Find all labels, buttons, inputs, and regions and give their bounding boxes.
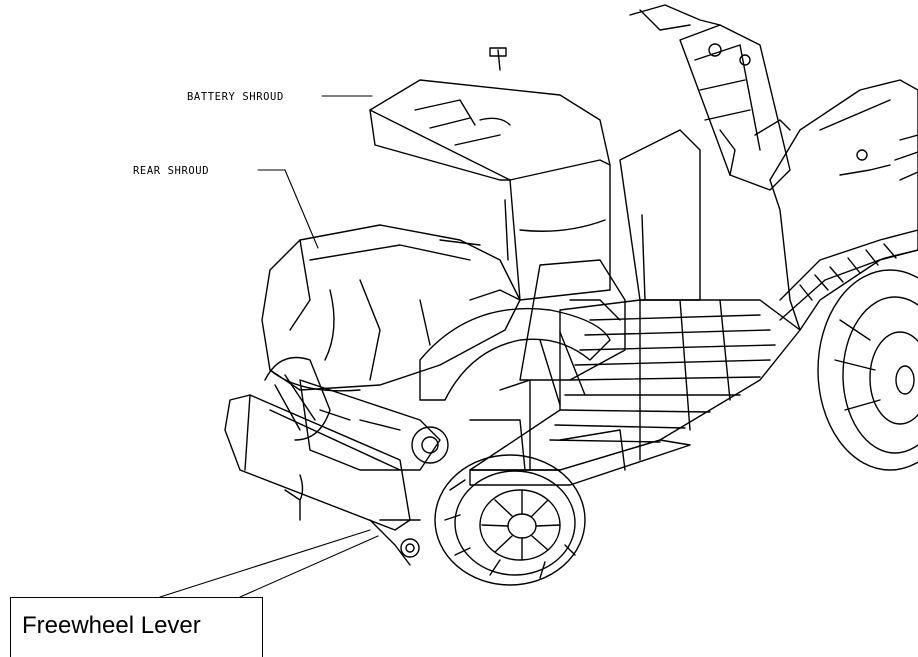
freewheel-leader-b xyxy=(239,535,379,598)
front-wheel xyxy=(817,269,918,471)
rear-wheel-back xyxy=(264,356,331,441)
drivetrain xyxy=(299,379,626,471)
freewheel-leader-a xyxy=(159,529,371,598)
rear-wheel xyxy=(434,454,586,586)
leader-lines xyxy=(159,95,379,598)
freewheel-callout-box xyxy=(10,597,263,657)
tiller-column xyxy=(629,4,791,191)
rear-bumper xyxy=(224,394,421,531)
battery-shroud xyxy=(369,47,611,301)
seat-post xyxy=(504,199,646,381)
front-fender xyxy=(779,229,918,321)
freewheel-lever xyxy=(284,489,420,566)
rear-shroud-label: REAR SHROUD xyxy=(133,165,209,177)
front-body xyxy=(619,79,918,331)
floor-deck xyxy=(469,299,801,486)
rear-shroud-leader xyxy=(257,169,319,249)
freewheel-lever-label: Freewheel Lever xyxy=(22,612,201,639)
rear-fender xyxy=(419,289,611,406)
rear-shroud xyxy=(261,224,521,392)
battery-shroud-label: BATTERY SHROUD xyxy=(187,91,284,103)
